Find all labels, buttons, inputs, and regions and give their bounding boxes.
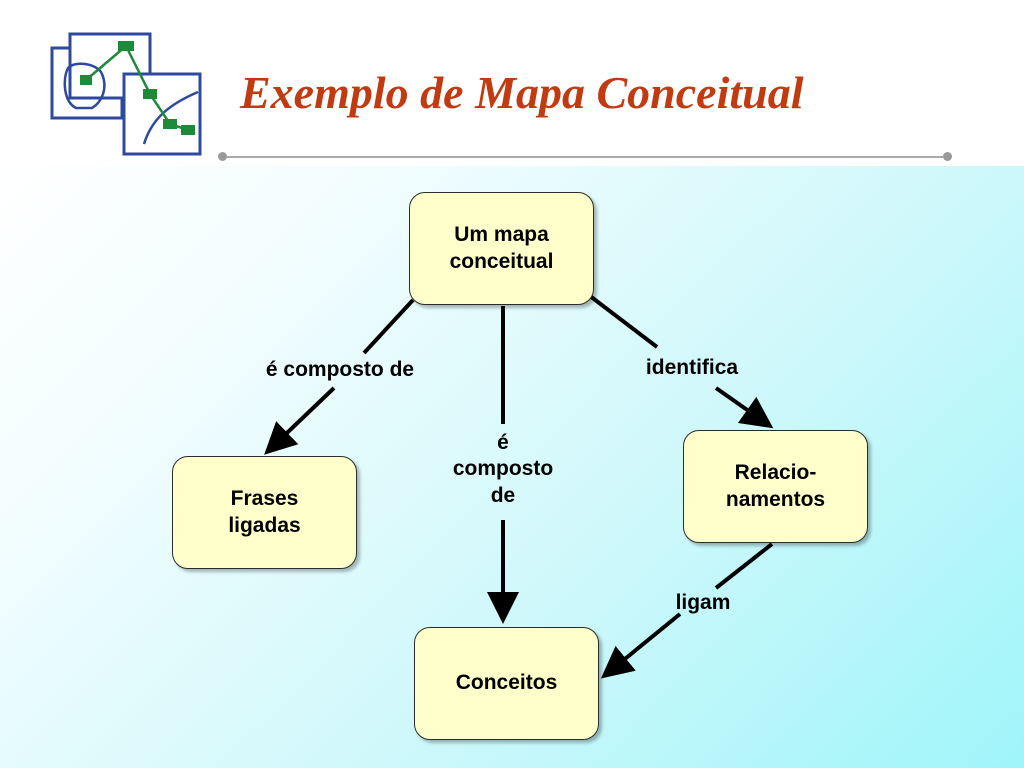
divider-right-dot	[943, 152, 952, 161]
concept-node-relacionamentos: Relacio- namentos	[683, 430, 868, 543]
edge-mapa-to-composto-label	[362, 298, 415, 355]
edge-mapa-to-identifica-label	[588, 294, 659, 349]
link-label-composto-left: é composto de	[265, 358, 415, 381]
concept-map-logo-icon	[50, 32, 202, 156]
slide-title: Exemplo de Mapa Conceitual	[240, 67, 804, 118]
title-divider	[222, 156, 948, 158]
concept-node-conceitos: Conceitos	[414, 627, 599, 740]
divider-left-dot	[218, 152, 227, 161]
concept-node-um-mapa-conceitual: Um mapa conceitual	[409, 192, 594, 305]
edge-relacionamentos-to-ligam-label	[714, 542, 774, 590]
link-label-composto-middle: é composto de	[452, 431, 554, 507]
link-label-identifica: identifica	[645, 356, 739, 379]
edge-ligam-to-conceitos	[600, 612, 682, 679]
concept-node-frases-ligadas: Frases ligadas	[172, 456, 357, 569]
edge-identifica-to-relacionamentos	[714, 386, 774, 429]
edge-composto-to-frases	[264, 386, 336, 455]
link-label-ligam: ligam	[675, 591, 731, 614]
